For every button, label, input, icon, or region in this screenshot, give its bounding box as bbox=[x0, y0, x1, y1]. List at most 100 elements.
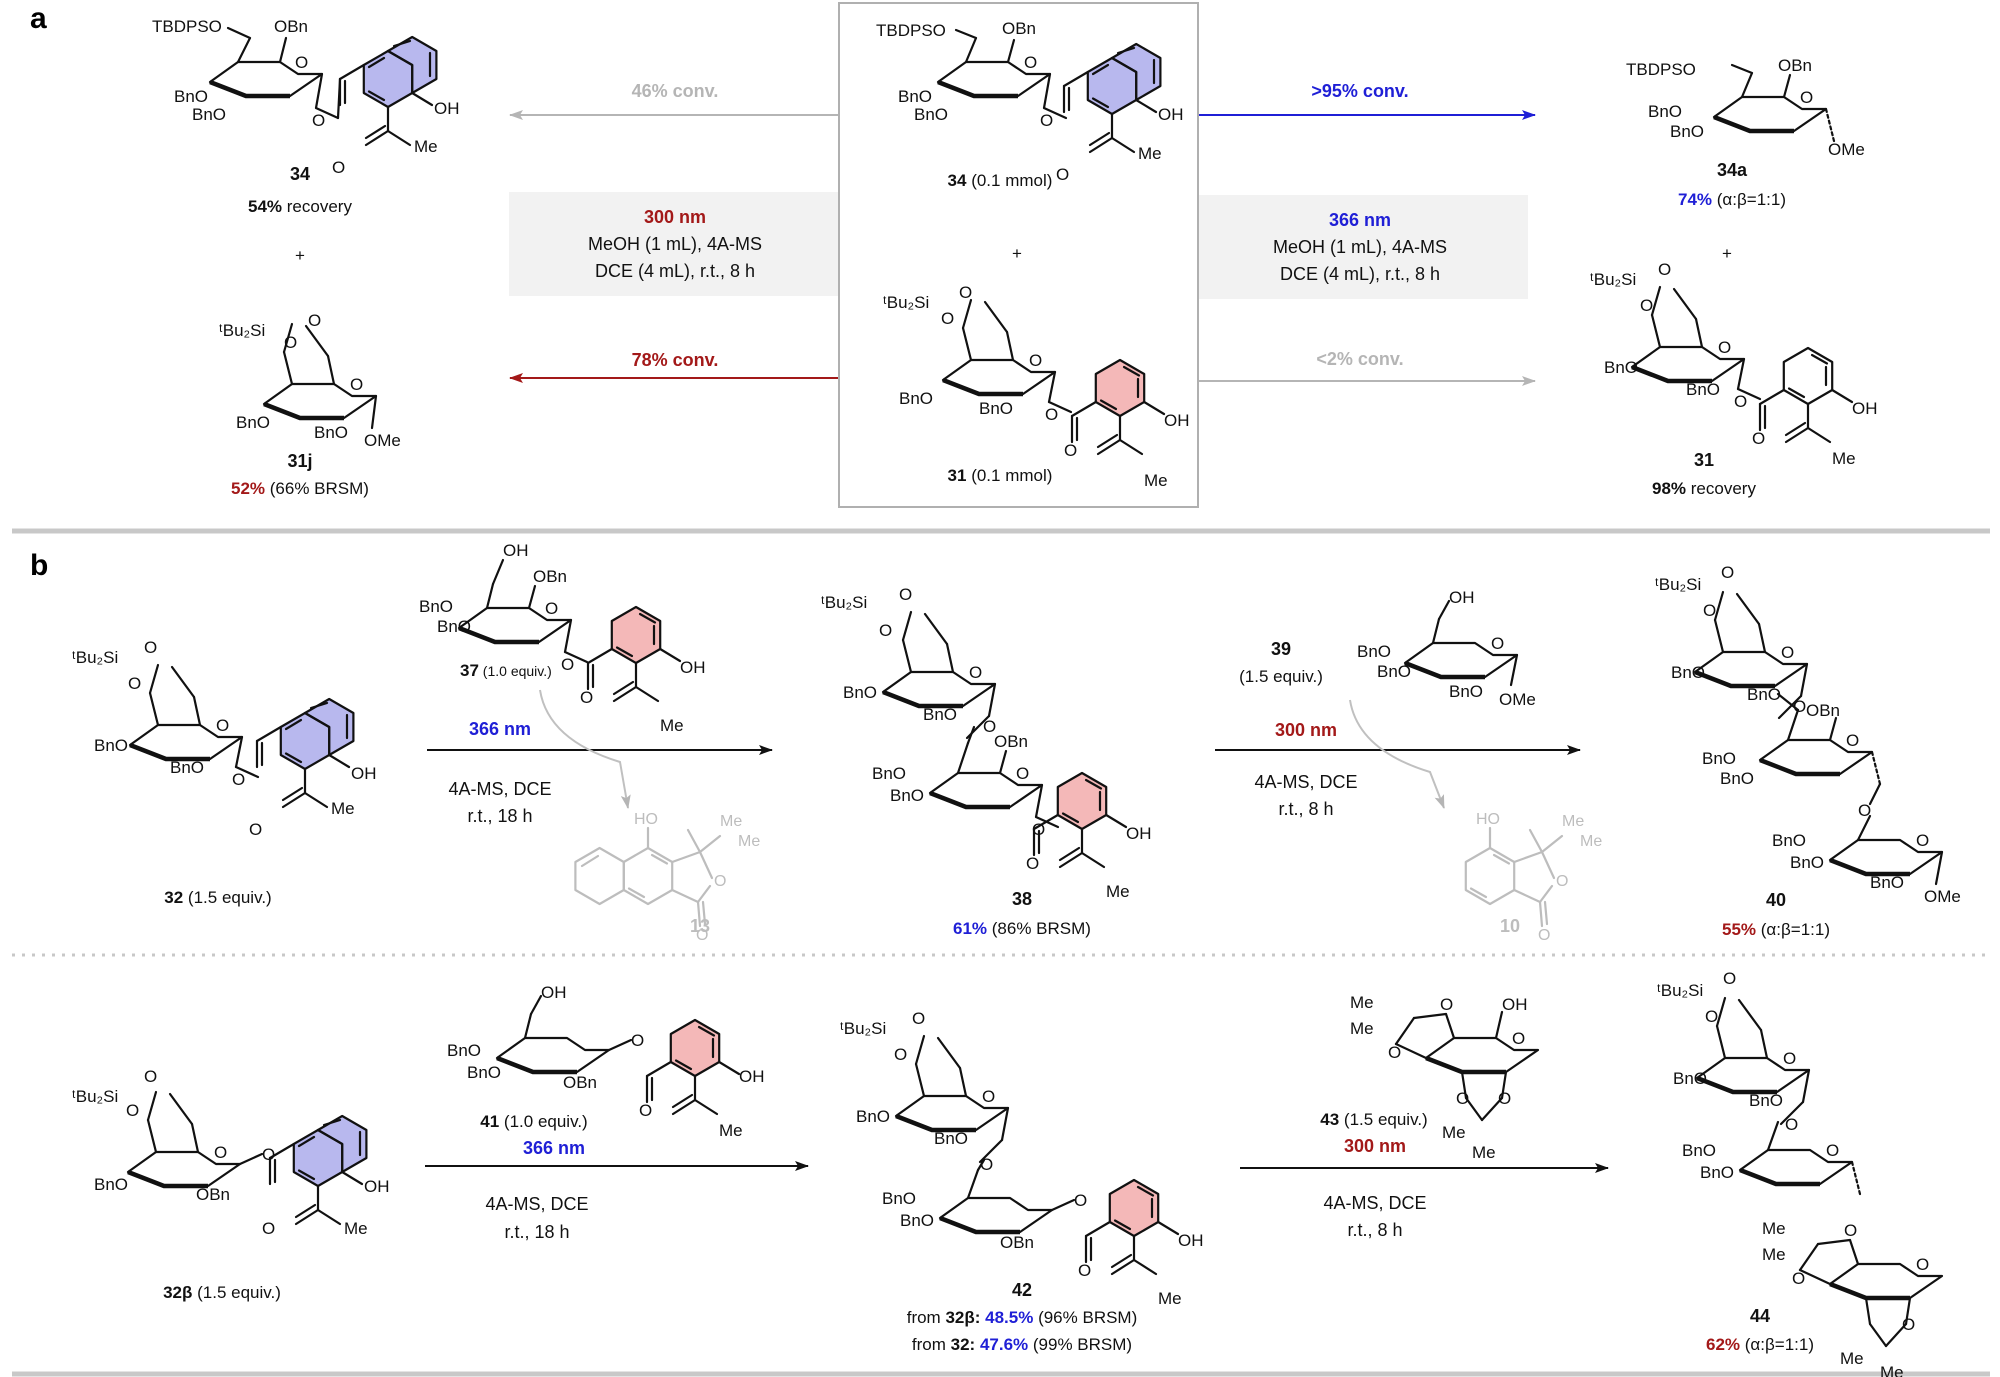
svg-text:O: O bbox=[1498, 1089, 1511, 1108]
compound-34-center-label: 34 (0.1 mmol) bbox=[948, 171, 1053, 190]
svg-text:Me: Me bbox=[1350, 993, 1374, 1012]
plus-center: + bbox=[1012, 244, 1022, 263]
arrow-row1-byproduct1 bbox=[539, 689, 631, 809]
svg-text:ᵗBu₂Si: ᵗBu₂Si bbox=[72, 1087, 118, 1106]
byproduct-13: HO Me Me O O bbox=[574, 811, 760, 944]
aryl-31-right: O OH Me bbox=[1752, 346, 1878, 468]
svg-text:BnO: BnO bbox=[467, 1063, 501, 1082]
compound-42-sugar1: ᵗBu₂Si O O O BnO BnO O bbox=[840, 1009, 1008, 1174]
svg-text:OH: OH bbox=[434, 99, 460, 118]
svg-text:Me: Me bbox=[1762, 1219, 1786, 1238]
svg-text:BnO: BnO bbox=[872, 764, 906, 783]
svg-text:BnO: BnO bbox=[934, 1129, 968, 1148]
svg-text:Me: Me bbox=[1350, 1019, 1374, 1038]
aryl-42: O OH Me bbox=[1078, 1180, 1204, 1308]
compound-34a: TBDPSO OBn BnO BnO O OMe bbox=[1626, 56, 1865, 159]
compound-38-id: 38 bbox=[1012, 889, 1032, 909]
svg-text:HO: HO bbox=[1476, 811, 1500, 828]
svg-text:O: O bbox=[214, 1143, 227, 1162]
row2-step1-wavelength: 366 nm bbox=[523, 1138, 585, 1158]
svg-text:O: O bbox=[1538, 927, 1550, 944]
condition-right-wavelength: 366 nm bbox=[1329, 210, 1391, 230]
aryl-37: O OH Me bbox=[580, 607, 706, 735]
svg-text:OH: OH bbox=[351, 764, 377, 783]
panel-a-label: a bbox=[30, 2, 47, 35]
svg-text:ᵗBu₂Si: ᵗBu₂Si bbox=[1590, 270, 1636, 289]
compound-42-yield-a: from 32β: 48.5% (96% BRSM) bbox=[907, 1308, 1138, 1327]
svg-text:BnO: BnO bbox=[1449, 682, 1483, 701]
svg-text:O: O bbox=[249, 820, 262, 839]
svg-text:OBn: OBn bbox=[994, 732, 1028, 751]
svg-text:O: O bbox=[1388, 1043, 1401, 1062]
svg-text:O: O bbox=[144, 1067, 157, 1086]
compound-34-left-note: 54% recovery bbox=[248, 197, 352, 216]
compound-44-sugar2: BnO BnO O bbox=[1682, 1120, 1862, 1196]
condition-right-line2: DCE (4 mL), r.t., 8 h bbox=[1280, 264, 1440, 284]
svg-text:OMe: OMe bbox=[1924, 887, 1961, 906]
svg-text:BnO: BnO bbox=[1749, 1091, 1783, 1110]
svg-text:BnO: BnO bbox=[236, 413, 270, 432]
step1-line2: r.t., 18 h bbox=[467, 806, 532, 826]
svg-text:O: O bbox=[899, 585, 912, 604]
svg-text:OBn: OBn bbox=[1806, 701, 1840, 720]
compound-40-note: 55% (α:β=1:1) bbox=[1722, 920, 1830, 939]
compound-31-center-label: 31 (0.1 mmol) bbox=[948, 466, 1053, 485]
compound-41: OH BnO BnO OBn O bbox=[447, 983, 644, 1092]
svg-text:O: O bbox=[1783, 1049, 1796, 1068]
svg-text:BnO: BnO bbox=[843, 683, 877, 702]
svg-text:OBn: OBn bbox=[1000, 1233, 1034, 1252]
compound-34-left: TBDPSO OBn BnO BnO O O bbox=[152, 17, 340, 130]
svg-text:O: O bbox=[308, 311, 321, 330]
row2-step2-line1: 4A-MS, DCE bbox=[1323, 1193, 1426, 1213]
svg-text:BnO: BnO bbox=[1686, 380, 1720, 399]
svg-text:BnO: BnO bbox=[1357, 642, 1391, 661]
svg-text:O: O bbox=[1640, 296, 1653, 315]
svg-text:BnO: BnO bbox=[1673, 1069, 1707, 1088]
svg-text:ᵗBu₂Si: ᵗBu₂Si bbox=[840, 1019, 886, 1038]
svg-text:O: O bbox=[1718, 338, 1731, 357]
svg-text:O: O bbox=[631, 1031, 644, 1050]
svg-text:O: O bbox=[1752, 429, 1765, 448]
svg-text:O: O bbox=[1064, 441, 1077, 460]
compound-42-id: 42 bbox=[1012, 1280, 1032, 1300]
condition-left-line2: DCE (4 mL), r.t., 8 h bbox=[595, 261, 755, 281]
svg-text:O: O bbox=[941, 309, 954, 328]
compound-43-label: 43 (1.5 equiv.) bbox=[1320, 1110, 1427, 1129]
svg-text:Me: Me bbox=[1880, 1363, 1904, 1377]
svg-text:BnO: BnO bbox=[1790, 853, 1824, 872]
svg-text:OMe: OMe bbox=[1499, 690, 1536, 709]
compound-41-label: 41 (1.0 equiv.) bbox=[480, 1112, 587, 1131]
svg-text:OBn: OBn bbox=[1778, 56, 1812, 75]
compound-37: OH OBn BnO BnO O O bbox=[419, 541, 589, 674]
aryl-31-center: O OH Me bbox=[1064, 360, 1190, 490]
svg-text:OH: OH bbox=[1126, 824, 1152, 843]
svg-text:O: O bbox=[561, 655, 574, 674]
condition-left-line1: MeOH (1 mL), 4A-MS bbox=[588, 234, 762, 254]
svg-text:BnO: BnO bbox=[170, 758, 204, 777]
svg-text:O: O bbox=[262, 1145, 275, 1164]
svg-text:BnO: BnO bbox=[856, 1107, 890, 1126]
svg-text:Me: Me bbox=[1762, 1245, 1786, 1264]
compound-39: OH BnO BnO BnO OMe O bbox=[1357, 588, 1536, 709]
svg-text:OBn: OBn bbox=[1002, 19, 1036, 38]
svg-text:BnO: BnO bbox=[1671, 663, 1705, 682]
svg-text:BnO: BnO bbox=[314, 423, 348, 442]
condition-box-right bbox=[1199, 195, 1528, 299]
svg-text:O: O bbox=[1456, 1089, 1469, 1108]
svg-text:BnO: BnO bbox=[419, 597, 453, 616]
svg-text:BnO: BnO bbox=[1870, 873, 1904, 892]
svg-text:BnO: BnO bbox=[914, 105, 948, 124]
aryl-41: O OH Me bbox=[639, 1020, 765, 1140]
svg-text:O: O bbox=[284, 333, 297, 352]
svg-text:Me: Me bbox=[1562, 813, 1584, 830]
step2-line2: r.t., 8 h bbox=[1278, 799, 1333, 819]
svg-text:O: O bbox=[1658, 260, 1671, 279]
compound-40-sugar2: OBn BnO BnO O O bbox=[1702, 692, 1882, 820]
svg-text:OH: OH bbox=[680, 658, 706, 677]
svg-text:O: O bbox=[714, 873, 726, 890]
compound-44-note: 62% (α:β=1:1) bbox=[1706, 1335, 1814, 1354]
byproduct-10: HO Me Me O O bbox=[1464, 811, 1602, 944]
compound-42-sugar2: BnO BnO OBn O bbox=[882, 1158, 1087, 1252]
svg-text:OH: OH bbox=[503, 541, 529, 560]
